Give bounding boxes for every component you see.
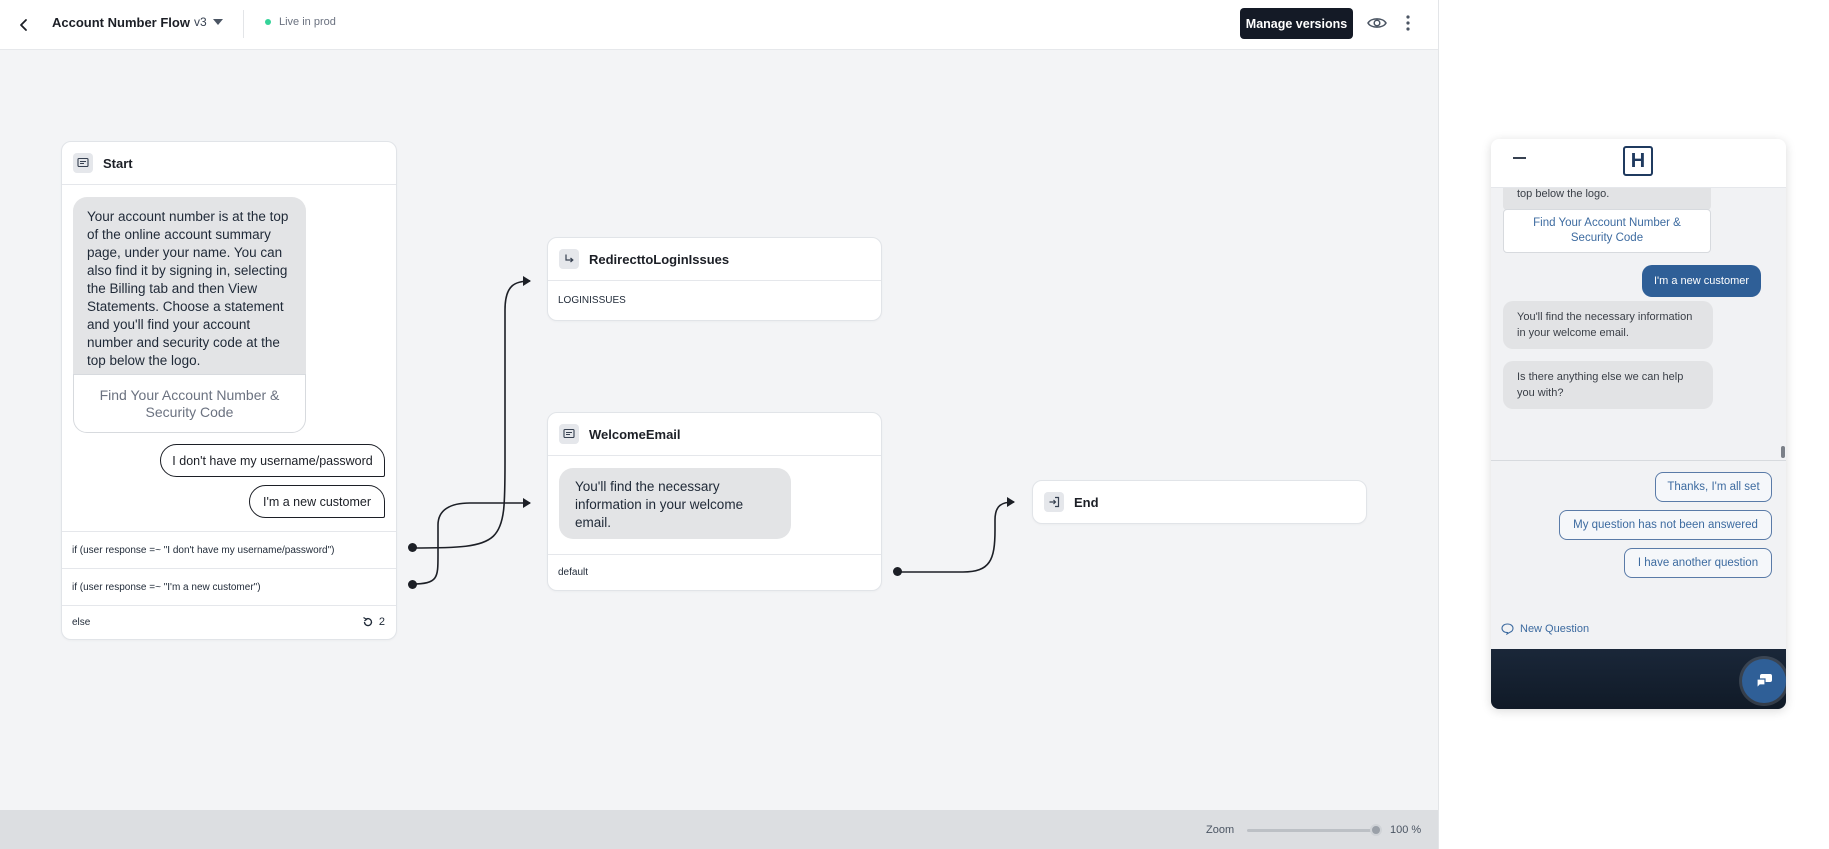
redirect-value: LOGINISSUES — [558, 294, 626, 306]
message-icon — [559, 424, 579, 444]
new-question-label: New Question — [1520, 623, 1590, 635]
node-title: RedirecttoLoginIssues — [589, 251, 730, 267]
quick-reply-all-set[interactable]: Thanks, I'm all set — [1655, 472, 1772, 502]
zoom-value: 100 % — [1390, 824, 1422, 836]
brand-logo: H — [1623, 146, 1653, 176]
bot-message: You'll find the necessary information in… — [1503, 301, 1713, 349]
redirect-node[interactable]: RedirecttoLoginIssues LOGINISSUES — [547, 237, 882, 321]
end-node[interactable]: End — [1032, 480, 1367, 524]
scrollbar[interactable] — [1780, 188, 1786, 460]
default-output-handle[interactable] — [893, 567, 902, 576]
zoom-bar: Zoom 100 % — [0, 810, 1438, 849]
node-title: End — [1074, 494, 1099, 510]
node-header: Start — [62, 142, 396, 185]
scrollbar-thumb[interactable] — [1781, 446, 1785, 458]
quick-reply-login[interactable]: I don't have my username/password — [160, 444, 385, 477]
eye-icon[interactable] — [1365, 11, 1389, 35]
zoom-slider-handle[interactable] — [1370, 824, 1382, 836]
default-label: default — [558, 567, 589, 578]
chat-bubble-icon — [1501, 623, 1514, 635]
redirect-icon — [559, 249, 579, 269]
branch-row[interactable]: if (user response =~ "I don't have my us… — [62, 531, 396, 568]
zoom-slider[interactable] — [1247, 829, 1377, 832]
message-link-button[interactable]: Find Your Account Number & Security Code — [73, 374, 306, 433]
new-question-button[interactable]: New Question — [1501, 623, 1589, 635]
bot-message-partial: top below the logo. — [1503, 188, 1711, 210]
branch-row[interactable]: if (user response =~ "I'm a new customer… — [62, 568, 396, 605]
branch-output-handle[interactable] — [408, 543, 417, 552]
bot-message-text: top below the logo. — [1517, 188, 1610, 200]
bot-message-text: Your account number is at the top of the… — [87, 209, 289, 368]
start-node[interactable]: Start Your account number is at the top … — [61, 141, 397, 640]
chevron-down-icon — [212, 19, 223, 25]
widget-footer — [1491, 649, 1786, 709]
minimize-icon[interactable] — [1513, 157, 1526, 159]
live-status: Live in prod — [265, 16, 336, 28]
else-label: else — [72, 617, 91, 628]
branch-condition: if (user response =~ "I'm a new customer… — [72, 581, 261, 593]
else-row[interactable]: else 2 — [62, 605, 396, 639]
loop-count-value: 2 — [378, 616, 385, 628]
more-options-icon[interactable] — [1398, 11, 1418, 35]
node-title: WelcomeEmail — [589, 426, 681, 442]
back-icon[interactable] — [12, 13, 36, 37]
flow-title: Account Number Flow — [52, 15, 190, 30]
chat-widget-preview: H top below the logo. Find Your Account … — [1491, 139, 1786, 709]
redirect-target: LOGINISSUES — [548, 281, 881, 319]
top-bar: Account Number Flow v3 Live in prod Mana… — [0, 0, 1438, 50]
version-select[interactable]: v3 — [194, 15, 223, 29]
status-label: Live in prod — [279, 16, 336, 28]
chat-launcher-button[interactable] — [1742, 659, 1786, 703]
divider — [1491, 460, 1786, 461]
user-message: I'm a new customer — [1642, 265, 1762, 297]
branch-output-handle[interactable] — [408, 580, 417, 589]
node-title: Start — [103, 155, 133, 171]
loop-count: 2 — [362, 616, 385, 628]
status-dot-icon — [265, 19, 271, 25]
quick-reply-not-answered[interactable]: My question has not been answered — [1559, 510, 1772, 540]
link-card-button[interactable]: Find Your Account Number & Security Code — [1533, 217, 1681, 244]
node-header: End — [1033, 481, 1366, 523]
quick-reply-another-question[interactable]: I have another question — [1624, 548, 1772, 578]
widget-header: H — [1491, 139, 1786, 188]
chat-icon — [1756, 674, 1772, 689]
widget-messages: top below the logo. Find Your Account Nu… — [1491, 188, 1786, 460]
version-label: v3 — [194, 15, 207, 29]
loop-icon — [363, 616, 373, 627]
welcome-email-node[interactable]: WelcomeEmail You'll find the necessary i… — [547, 412, 882, 591]
bot-message: Is there anything else we can help you w… — [1503, 361, 1713, 409]
bot-message-text: You'll find the necessary information in… — [559, 468, 791, 539]
node-header: RedirecttoLoginIssues — [548, 238, 881, 281]
divider — [243, 10, 244, 38]
quick-reply-new-customer[interactable]: I'm a new customer — [249, 485, 385, 518]
exit-icon — [1044, 492, 1064, 512]
node-header: WelcomeEmail — [548, 413, 881, 456]
manage-versions-button[interactable]: Manage versions — [1240, 8, 1353, 39]
message-icon — [73, 153, 93, 173]
default-row[interactable]: default — [548, 554, 881, 590]
zoom-label: Zoom — [1206, 824, 1235, 836]
link-card: Find Your Account Number & Security Code — [1503, 209, 1711, 253]
branch-condition: if (user response =~ "I don't have my us… — [72, 544, 335, 556]
bot-message-card: Your account number is at the top of the… — [73, 197, 306, 433]
